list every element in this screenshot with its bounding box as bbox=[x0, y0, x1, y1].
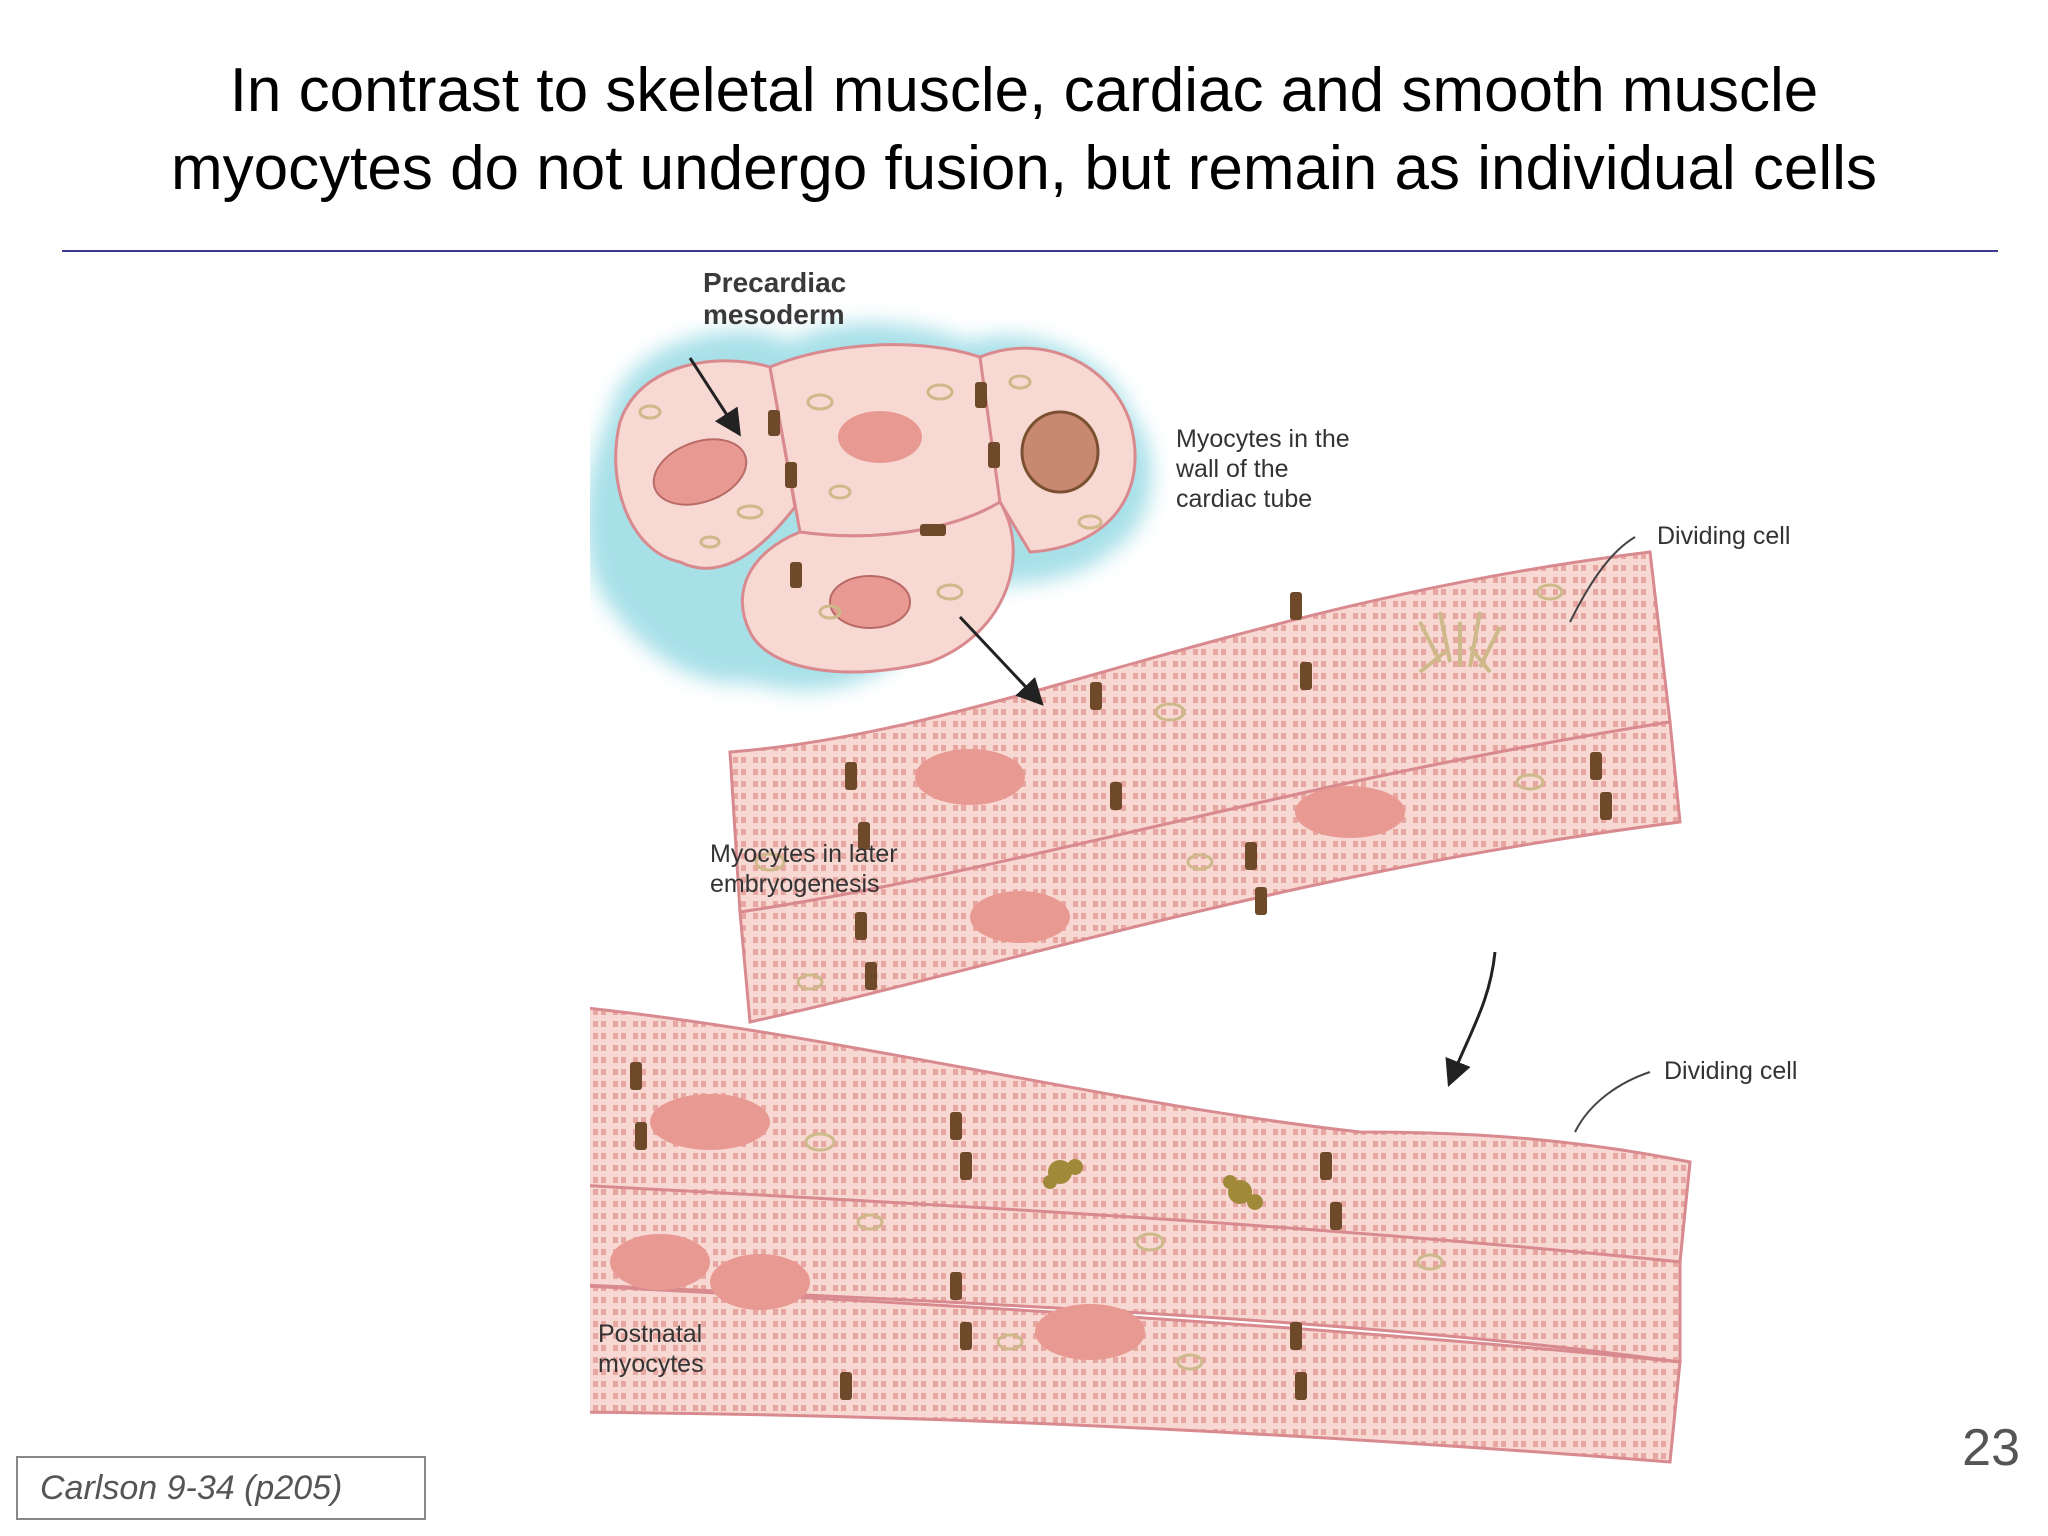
muscle-strand bbox=[738, 720, 1682, 1024]
label-dividing-cell-1: Dividing cell bbox=[1657, 522, 1790, 550]
arrow-cluster-to-later bbox=[958, 615, 1044, 706]
arrow-later-to-postnatal bbox=[1445, 951, 1497, 1088]
title-divider bbox=[62, 250, 1998, 252]
cell-organelles bbox=[638, 374, 1103, 620]
dividing-cell-spindle bbox=[1418, 611, 1502, 674]
figure-labels: Precardiac mesoderm Myocytes in the wall… bbox=[598, 267, 1797, 1378]
leader-line-dividing-1 bbox=[1569, 536, 1636, 623]
muscle-strand bbox=[590, 1284, 1682, 1464]
label-dividing-cell-2: Dividing cell bbox=[1664, 1057, 1797, 1085]
label-cardiac-tube-2: wall of the bbox=[1175, 455, 1289, 483]
cell-organelles bbox=[754, 583, 1564, 991]
nucleus bbox=[1035, 1304, 1145, 1360]
precardiac-cell-cluster bbox=[590, 323, 1152, 691]
arrow-to-cluster bbox=[688, 357, 741, 437]
citation-box: Carlson 9-34 (p205) bbox=[16, 1456, 426, 1520]
title-line-1: In contrast to skeletal muscle, cardiac … bbox=[229, 56, 1819, 125]
nucleus bbox=[652, 438, 748, 506]
title-line-2: myocytes do not undergo fusion, but rema… bbox=[171, 134, 1877, 203]
dividing-cell-chromosomes bbox=[1043, 1159, 1263, 1210]
myocyte-development-figure: Precardiac mesoderm Myocytes in the wall… bbox=[590, 267, 1797, 1464]
nucleus bbox=[710, 1254, 810, 1310]
cell-junctions bbox=[768, 382, 1000, 588]
label-precardiac-mesoderm-2: mesoderm bbox=[703, 299, 845, 330]
nucleus bbox=[610, 1234, 710, 1290]
cell-organelles bbox=[804, 1132, 1444, 1371]
cell-junctions bbox=[630, 1062, 1342, 1400]
arrows bbox=[688, 357, 1651, 1133]
cell-junctions bbox=[845, 592, 1612, 990]
label-postnatal-2: myocytes bbox=[598, 1350, 704, 1378]
postnatal-myocytes bbox=[590, 1006, 1692, 1464]
slide-title: In contrast to skeletal muscle, cardiac … bbox=[0, 52, 2048, 208]
nucleus bbox=[838, 411, 922, 463]
label-later-embryogenesis-2: embryogenesis bbox=[710, 870, 880, 898]
nucleus bbox=[650, 1094, 770, 1150]
later-embryo-myocytes bbox=[728, 550, 1682, 1024]
nucleus bbox=[1295, 786, 1405, 838]
nucleus bbox=[1020, 410, 1100, 494]
nucleus bbox=[829, 575, 911, 629]
label-postnatal-1: Postnatal bbox=[598, 1320, 702, 1348]
label-later-embryogenesis-1: Myocytes in later bbox=[710, 840, 898, 868]
label-precardiac-mesoderm-1: Precardiac bbox=[703, 267, 846, 298]
label-cardiac-tube-1: Myocytes in the bbox=[1176, 425, 1350, 453]
nucleus bbox=[915, 749, 1025, 805]
leader-line-dividing-2 bbox=[1574, 1071, 1651, 1133]
label-cardiac-tube-3: cardiac tube bbox=[1176, 485, 1312, 513]
page-number: 23 bbox=[1962, 1419, 2020, 1477]
nucleus bbox=[970, 891, 1070, 943]
